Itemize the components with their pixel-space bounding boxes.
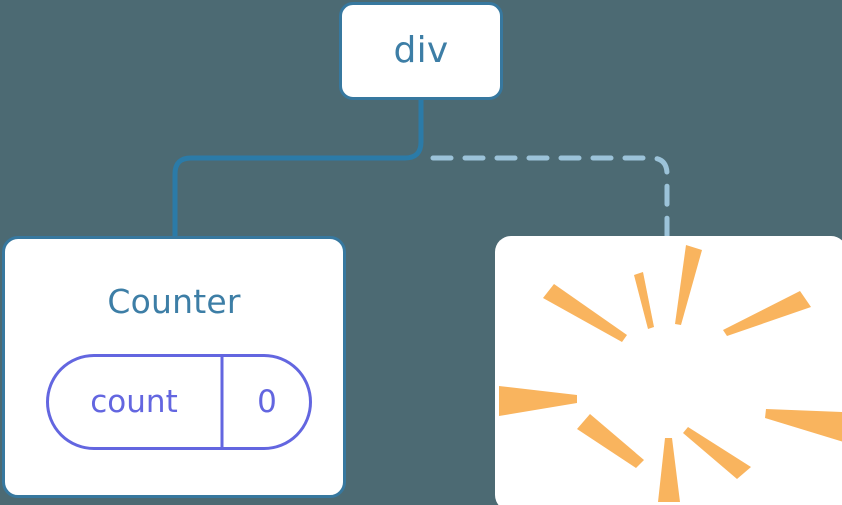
prop-pill-count[interactable]: count 0	[46, 354, 312, 450]
node-counter[interactable]: Counter count 0	[2, 236, 346, 498]
starburst-ray	[634, 272, 654, 329]
node-loading[interactable]	[495, 236, 842, 505]
edge-div-to-loading	[430, 155, 670, 241]
loading-starburst-icon	[499, 245, 842, 502]
node-div[interactable]: div	[339, 2, 503, 100]
edge-div-to-counter	[172, 97, 424, 241]
starburst-ray	[683, 427, 751, 479]
starburst-ray	[765, 409, 842, 442]
prop-pill-outline	[46, 354, 312, 450]
starburst-ray	[658, 438, 680, 502]
starburst-ray	[499, 386, 577, 416]
prop-key-count: count	[90, 383, 178, 420]
node-counter-label: Counter	[107, 282, 241, 321]
prop-value-count: 0	[257, 383, 277, 420]
starburst-ray	[543, 284, 627, 342]
starburst-ray	[577, 414, 644, 468]
starburst-ray	[723, 291, 811, 336]
starburst-ray	[675, 245, 702, 325]
node-div-label: div	[393, 30, 449, 71]
